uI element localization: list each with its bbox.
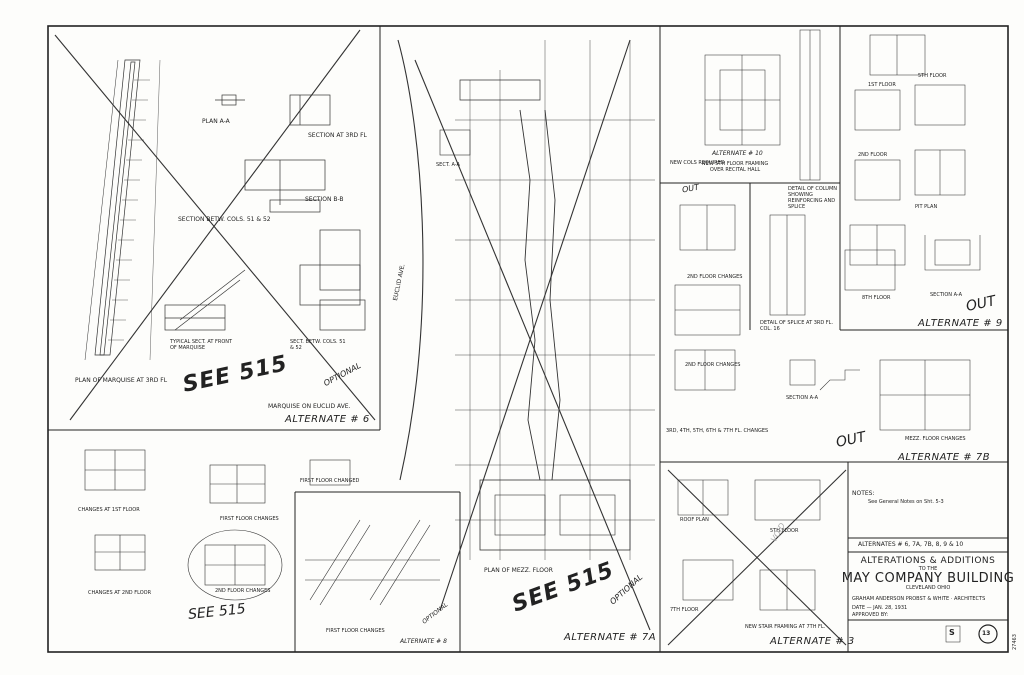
alternate-10-label: ALTERNATE # 10 xyxy=(712,150,763,157)
building-name: MAY COMPANY BUILDING xyxy=(841,571,1015,586)
alternate-3-label: ALTERNATE # 3 xyxy=(770,636,855,647)
plan-a-a-label: PLAN A-A xyxy=(202,118,230,125)
section-betw-cols-label: SECTION BETW. COLS. 51 & 52 xyxy=(178,216,271,223)
eighth-floor-label: 8TH FLOOR xyxy=(862,295,891,301)
second-floor-changes-label: 2ND FLOOR CHANGES xyxy=(215,588,271,594)
new-stair-label: NEW STAIR FRAMING AT 7TH FL. xyxy=(745,624,826,630)
typical-sect-label: TYPICAL SECT. AT FRONT OF MARQUISE xyxy=(170,339,233,351)
general-notes-text: See General Notes on Sht. 5-3 xyxy=(868,499,944,505)
section-a-a-7b-label: SECTION A-A xyxy=(786,395,819,401)
first-floor-changes-label: FIRST FLOOR CHANGES xyxy=(220,516,279,522)
marquise-on-label: MARQUISE ON EUCLID AVE. xyxy=(268,403,351,410)
sect-betw-cols-label: SECT. BETW. COLS. 51 & 52 xyxy=(290,339,346,351)
plan-mezz-label: PLAN OF MEZZ. FLOOR xyxy=(484,567,553,574)
alternate-9-label: ALTERNATE # 9 xyxy=(918,318,1003,329)
new-cols-required-label: NEW COLS REQUIRED xyxy=(670,160,725,166)
detail-splice-label: DETAIL OF SPLICE AT 3RD FL. COL. 16 xyxy=(760,320,834,332)
second-floor-changes-9-label: 2ND FLOOR CHANGES xyxy=(687,274,743,280)
first-floor-changes-2-label: FIRST FLOOR CHANGES xyxy=(326,628,385,634)
cross-outs xyxy=(54,29,847,646)
right-panels xyxy=(674,29,981,611)
second-floor-changes-7b-label: 2ND FLOOR CHANGES xyxy=(685,362,741,368)
notes-heading: NOTES: xyxy=(852,490,875,497)
seventh-floor-3-label: 7TH FLOOR xyxy=(670,607,699,613)
floor-changes-note: 3RD, 4TH, 5TH, 6TH & 7TH FL. CHANGES xyxy=(666,428,769,434)
first-floor-9-label: 1ST FLOOR xyxy=(868,82,896,88)
section-a-a-9-label: SECTION A-A xyxy=(930,292,963,298)
mezz-floor-changes-label: MEZZ. FLOOR CHANGES xyxy=(905,436,966,442)
alternates-list: ALTERNATES # 6, 7A, 7B, 8, 9 & 10 xyxy=(858,541,964,548)
sheet-border xyxy=(47,25,1009,653)
architects-label: GRAHAM ANDERSON PROBST & WHITE · ARCHITE… xyxy=(852,596,986,602)
roof-plan-label: ROOF PLAN xyxy=(680,517,709,523)
panel-dividers xyxy=(48,26,1008,652)
fifth-floor-3-label: 5TH FLOOR xyxy=(770,528,799,534)
sheet-prefix: S xyxy=(949,628,955,637)
city-label: CLEVELAND OHIO xyxy=(905,585,951,591)
alterations-heading: ALTERATIONS & ADDITIONS xyxy=(860,556,996,566)
sect-a-a-label: SECT. A-A xyxy=(436,162,460,168)
detail-column-label: DETAIL OF COLUMN SHOWING REINFORCING AND… xyxy=(788,186,838,210)
sheet-number-circle xyxy=(978,624,998,644)
alt8-plans xyxy=(84,449,440,606)
fifth-floor-9-label: 5TH FLOOR xyxy=(918,73,947,79)
to-the-label: TO THE xyxy=(918,566,938,572)
changes-1st-label: CHANGES AT 1ST FLOOR xyxy=(78,507,140,513)
second-floor-9-label: 2ND FLOOR xyxy=(858,152,888,158)
changes-2nd-label: CHANGES AT 2ND FLOOR xyxy=(88,590,152,596)
first-floor-changed-label: FIRST FLOOR CHANGED xyxy=(300,478,360,484)
date-label: DATE — JAN. 28, 1931 xyxy=(852,605,908,611)
pit-plan-label: PIT PLAN xyxy=(915,204,938,210)
alternate-7b-label: ALTERNATE # 7B xyxy=(898,452,991,463)
alternate-8-label: ALTERNATE # 8 xyxy=(400,638,447,645)
new-floor-framing-label: NEW 5TH FLOOR FRAMING OVER RECITAL HALL xyxy=(701,161,769,173)
alt7a-grid xyxy=(439,40,655,560)
side-number: 27463 xyxy=(1012,634,1018,650)
alternate-6-label: ALTERNATE # 6 xyxy=(285,414,370,425)
section-b-b-label: SECTION B-B xyxy=(305,196,344,203)
section-3rd-fl-label: SECTION AT 3RD FL xyxy=(308,132,367,139)
marquise-plan xyxy=(84,59,366,361)
plan-marquise-label: PLAN OF MARQUISE AT 3RD FL xyxy=(75,377,168,384)
sheet-number: 13 xyxy=(982,630,991,637)
approved-label: APPROVED BY: xyxy=(852,612,889,618)
alternate-7a-label: ALTERNATE # 7A xyxy=(564,632,657,643)
